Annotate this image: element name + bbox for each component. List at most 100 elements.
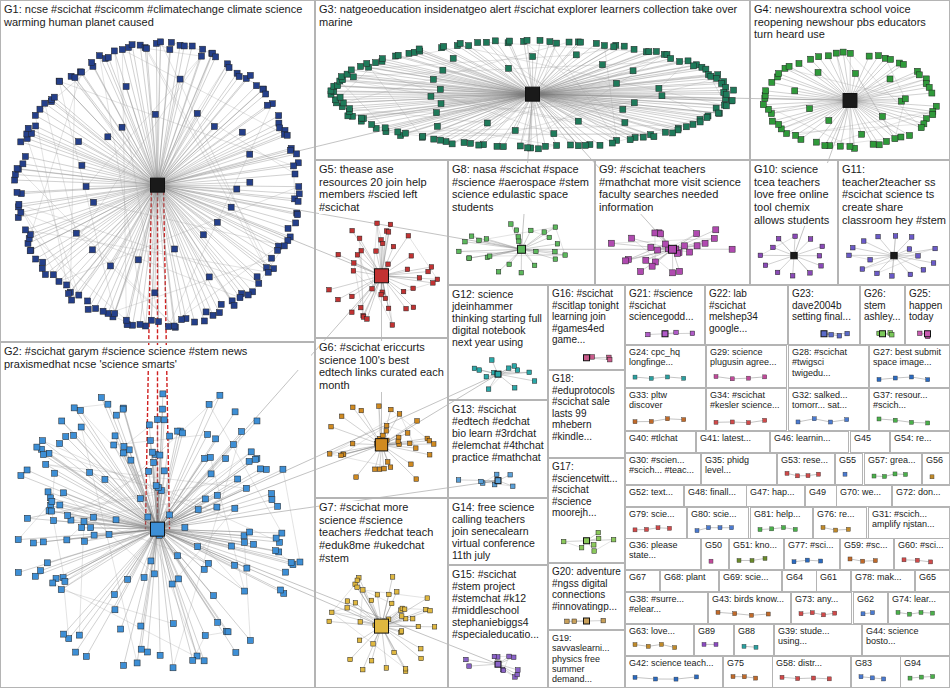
vertex (234, 186, 240, 192)
vertex (239, 429, 245, 435)
vertex (554, 142, 560, 148)
vertex (707, 526, 711, 530)
vertex (46, 450, 52, 456)
vertex-link (533, 94, 539, 149)
vertex (216, 310, 222, 316)
vertex (369, 121, 375, 127)
vertex (872, 474, 876, 478)
vertex-link (158, 185, 253, 292)
vertex-link (814, 419, 830, 422)
vertex (217, 392, 223, 398)
vertex (338, 74, 344, 80)
vertex-link (489, 368, 509, 389)
vertex (388, 222, 393, 227)
vertex-link (787, 124, 924, 134)
vertex (295, 198, 301, 204)
vertex-link (796, 100, 850, 135)
vertex (467, 256, 472, 261)
vertex (292, 171, 298, 177)
vertex (916, 72, 922, 78)
vertex (51, 518, 57, 524)
vertex (200, 232, 206, 238)
vertex-link (895, 420, 911, 422)
vertex-link (398, 124, 693, 132)
vertex (877, 377, 881, 381)
vertex (910, 375, 914, 379)
vertex (763, 418, 767, 422)
vertex (929, 90, 935, 96)
vertex-link (28, 72, 82, 243)
vertex (467, 664, 472, 669)
vertex-link (69, 529, 158, 639)
vertex (690, 121, 696, 127)
vertex-link (406, 133, 651, 134)
vertex-link (357, 587, 392, 603)
hub-vertex (669, 245, 677, 253)
vertex (527, 370, 532, 375)
vertex-link (495, 41, 532, 94)
vertex (638, 269, 644, 275)
vertex-link (662, 96, 708, 116)
vertex-link (798, 419, 814, 422)
vertex-link (27, 470, 157, 529)
vertex (440, 67, 446, 73)
vertex (121, 662, 127, 668)
vertex-link (765, 256, 794, 266)
vertex (152, 290, 158, 296)
vertex (275, 247, 281, 253)
vertex (167, 433, 173, 439)
vertex (808, 237, 813, 242)
vertex-link (158, 469, 267, 529)
vertex-link (763, 100, 850, 104)
vertex-link (108, 57, 157, 185)
vertex (677, 268, 683, 274)
hub-vertex (925, 331, 931, 337)
vertex (512, 364, 517, 369)
vertex-link (377, 223, 383, 243)
vertex-link (472, 236, 522, 249)
vertex (681, 243, 687, 249)
vertex (703, 66, 709, 72)
vertex-link (612, 116, 708, 143)
hub-vertex (151, 522, 165, 536)
vertex (359, 305, 364, 310)
vertex (295, 212, 301, 218)
vertex (137, 496, 143, 502)
vertex (813, 139, 819, 145)
vertex (930, 475, 934, 479)
vertex-link (765, 98, 850, 100)
vertex (737, 558, 741, 562)
vertex (553, 225, 558, 230)
vertex (690, 331, 695, 336)
vertex-link (158, 45, 181, 185)
vertex-link (382, 59, 532, 94)
vertex-link (850, 75, 919, 101)
vertex-link (849, 255, 894, 256)
vertex (57, 78, 63, 84)
vertex (921, 268, 926, 273)
vertex (426, 269, 431, 274)
vertex-link (59, 185, 158, 281)
vertex (79, 525, 85, 531)
vertex-link (527, 40, 532, 94)
vertex-link (787, 100, 850, 133)
vertex-link (68, 185, 157, 293)
vertex-link (158, 185, 235, 305)
vertex (288, 560, 294, 566)
vertex-link (42, 185, 157, 268)
vertex (796, 60, 802, 66)
vertex-link (70, 78, 75, 293)
vertex (893, 376, 897, 380)
vertex (782, 526, 786, 530)
vertex (875, 271, 880, 276)
vertex (399, 629, 404, 634)
vertex (93, 306, 99, 312)
vertex (529, 228, 534, 233)
vertex (870, 141, 876, 147)
vertex (15, 570, 21, 576)
vertex (793, 234, 798, 239)
vertex (384, 423, 389, 428)
vertex (281, 243, 287, 249)
vertex (750, 558, 754, 562)
vertex (18, 139, 24, 145)
